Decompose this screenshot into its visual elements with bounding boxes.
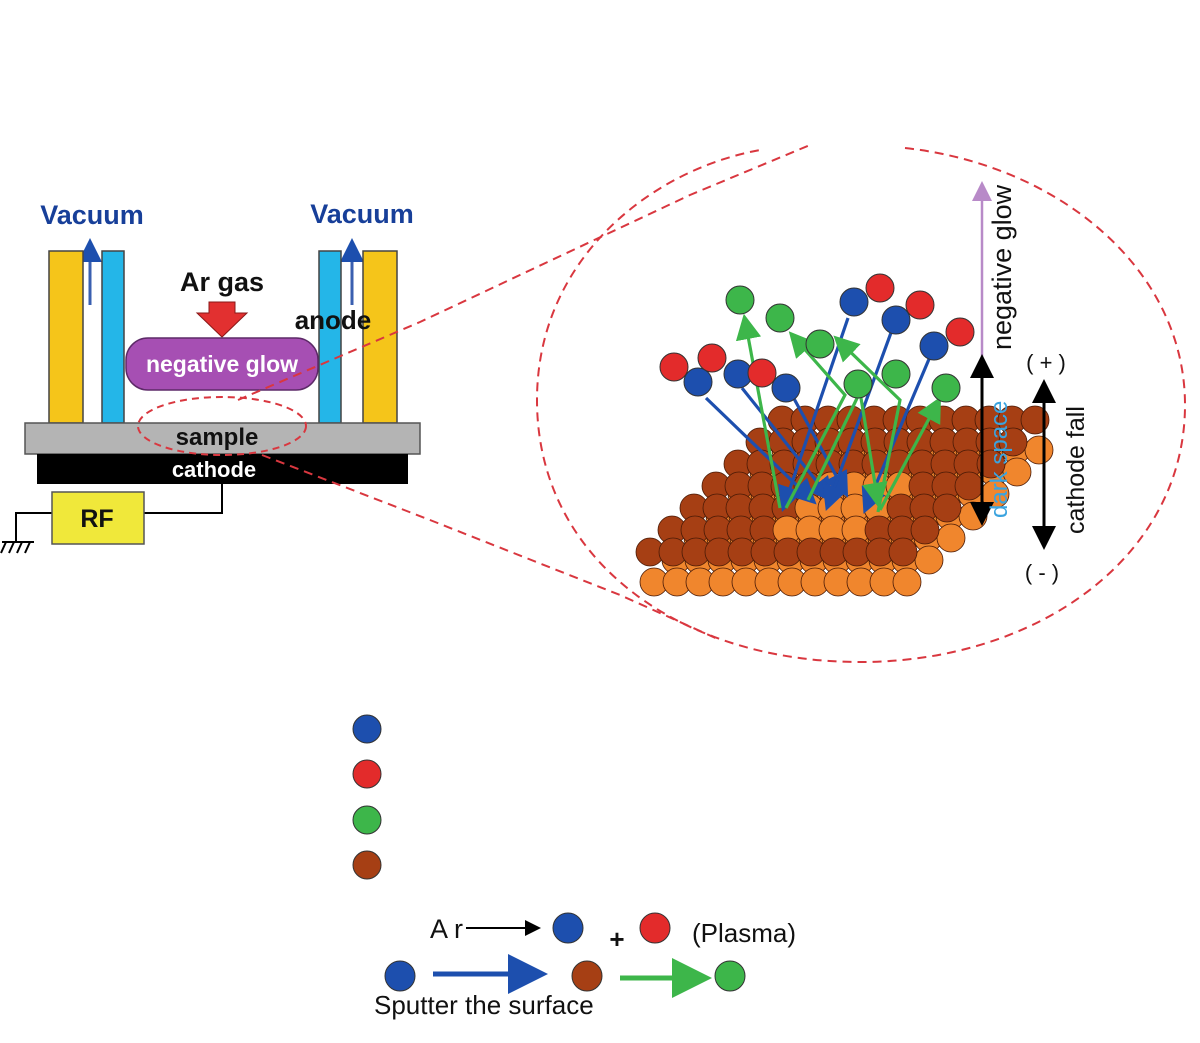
blue-ion-path: [740, 387, 834, 503]
lattice-atom: [1002, 457, 1032, 487]
ion-blue-incoming: [384, 960, 416, 992]
lattice-atom: [892, 567, 922, 597]
vacuum-label-right: Vacuum: [310, 199, 414, 229]
cathode-fall-vertical-label: cathode fall: [1062, 406, 1090, 534]
sputtered-atom: [931, 373, 961, 403]
target-atom-brown: [571, 960, 603, 992]
negative-glow-vertical-label: negative glow: [987, 184, 1017, 350]
lattice-atom: [910, 515, 940, 545]
argon-ion: [919, 331, 949, 361]
rf-box: [51, 491, 145, 545]
cathode-plate: [37, 454, 408, 484]
sputtered-atom: [881, 359, 911, 389]
green-sputter-path: [735, 313, 782, 509]
sputtered-atom: [765, 303, 795, 333]
ground-symbol: [0, 541, 34, 554]
cathode-label: cathode: [172, 457, 256, 482]
sputtered-atom: [805, 329, 835, 359]
legend: A r + (Plasma) Sputter the surface: [352, 714, 796, 1020]
vacuum-label-left: Vacuum: [40, 200, 144, 230]
ion-blue: [552, 912, 584, 944]
rf-label: RF: [80, 505, 113, 533]
plasma-particles: [659, 273, 975, 403]
lattice-atom: [998, 427, 1028, 457]
plasma-label: (Plasma): [692, 918, 796, 948]
chamber: Vacuum Vacuum Ar gas anode negative glow…: [0, 199, 421, 554]
electron: [697, 343, 727, 373]
left-electrode: [48, 250, 84, 424]
lattice-atom: [954, 471, 984, 501]
argon-ion: [839, 287, 869, 317]
anode-label: anode: [295, 305, 372, 335]
field-annotations: negative glow dark space cathode fall ( …: [970, 181, 1090, 585]
zoom-ellipse: [535, 147, 1187, 664]
sputtered-atom-green: [714, 960, 746, 992]
negative-glow-label: negative glow: [146, 351, 298, 377]
legend-brown-atom: [352, 850, 382, 880]
argon-ion: [683, 367, 713, 397]
lattice-atom: [932, 493, 962, 523]
blue-ion-path: [822, 329, 894, 512]
legend-green-particle: [352, 805, 382, 835]
right-electrode: [362, 250, 398, 424]
zoom-connector-top: [237, 144, 811, 401]
minus-label: ( - ): [1025, 560, 1059, 585]
left-anode-tube: [101, 250, 125, 424]
plus-sign: +: [609, 924, 624, 954]
electron-red: [639, 912, 671, 944]
zoom-callout: [237, 144, 1187, 664]
ar-gas-arrow: [195, 301, 249, 338]
electron: [945, 317, 975, 347]
sputter-caption: Sputter the surface: [374, 990, 594, 1020]
sample-label: sample: [176, 424, 259, 451]
lattice-atom: [888, 537, 918, 567]
plus-label: ( + ): [1026, 350, 1066, 375]
lattice-atom: [976, 449, 1006, 479]
negative-glow-region: [125, 337, 319, 391]
rf-wire: [144, 484, 223, 514]
green-sputter-path: [833, 335, 902, 513]
dark-space-vertical-label: dark space: [986, 401, 1013, 518]
ground-wire: [15, 512, 52, 542]
lattice-atom: [914, 545, 944, 575]
trajectories: [704, 313, 942, 514]
sample-focus-ellipse: [137, 396, 307, 456]
right-anode-tube: [318, 250, 342, 424]
argon-label: A r: [430, 914, 463, 944]
lattice-atom: [1020, 405, 1050, 435]
sputtered-atom: [843, 369, 873, 399]
electron: [905, 290, 935, 320]
sputtered-atom: [725, 285, 755, 315]
lattice-atom: [936, 523, 966, 553]
argon-ion: [881, 305, 911, 335]
legend-red-particle: [352, 759, 382, 789]
argon-ion: [771, 373, 801, 403]
sample-plate: [24, 422, 421, 455]
blue-ion-path: [704, 396, 817, 505]
ar-gas-label: Ar gas: [180, 267, 264, 297]
electron: [659, 352, 689, 382]
electron: [747, 358, 777, 388]
green-sputter-path: [784, 331, 847, 509]
green-sputter-path: [878, 396, 942, 511]
legend-blue-particle: [352, 714, 382, 744]
lattice-atom: [1024, 435, 1054, 465]
electron: [865, 273, 895, 303]
